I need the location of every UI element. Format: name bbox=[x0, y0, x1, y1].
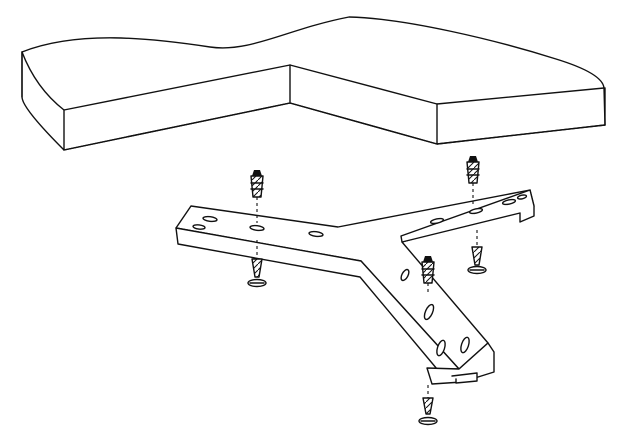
slot-left-1 bbox=[202, 215, 218, 223]
slot-right-2 bbox=[468, 207, 484, 215]
corner-shelf-top bbox=[21, 16, 606, 151]
screw-left bbox=[247, 240, 267, 288]
slot-left-3 bbox=[308, 230, 324, 238]
screw-right bbox=[467, 230, 487, 275]
slot-right-4 bbox=[516, 194, 528, 200]
slot-left-4 bbox=[192, 224, 206, 230]
slot-right-1 bbox=[429, 217, 445, 225]
y-shaped-mounting-bracket bbox=[175, 189, 535, 385]
slot-lower-4 bbox=[460, 336, 470, 354]
slot-lower-1 bbox=[400, 268, 410, 282]
wall-anchor-right bbox=[466, 156, 480, 207]
screw-bottom bbox=[418, 385, 438, 426]
shelf-outline bbox=[21, 16, 606, 151]
bracket-hook-cutout bbox=[451, 372, 478, 384]
wall-anchor-left bbox=[250, 170, 264, 223]
screw bbox=[247, 230, 487, 426]
wall-anchor-center bbox=[421, 256, 435, 293]
shelf-top-plane bbox=[21, 51, 605, 111]
slot-lower-3 bbox=[436, 339, 446, 357]
slot-left-2 bbox=[249, 224, 265, 232]
wall-anchor bbox=[250, 156, 480, 293]
slot-lower-2 bbox=[423, 303, 435, 321]
bracket-right-flange bbox=[400, 189, 535, 243]
shelf-bottom-edges bbox=[63, 102, 606, 151]
slot-right-3 bbox=[501, 198, 517, 206]
